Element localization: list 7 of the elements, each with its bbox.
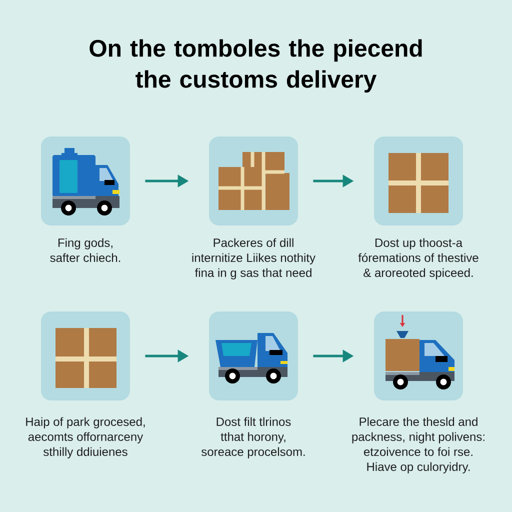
title: On the tomboles the piecend the customs delivery	[90, 39, 422, 93]
node-label: Plecare the thesld and packness, night polivens: etzoivence to foi rse. Hiave op culoryidry.	[352, 417, 484, 474]
node-label: Packeres of dill internitize Liikes nothity fina in g sas that need	[192, 238, 316, 280]
node-label: Dost up thoost-a fóremations of thestive & aroreoted spiceed.	[358, 238, 478, 280]
node-label: Haip of park grocesed, aecomts offornarceny sthilly ddiuienes	[26, 417, 145, 458]
node-label: Fing gods, safter chiech.	[50, 238, 120, 262]
node-label: Dost filt tlrinos tthat horony, soreace procelsom.	[201, 417, 305, 458]
